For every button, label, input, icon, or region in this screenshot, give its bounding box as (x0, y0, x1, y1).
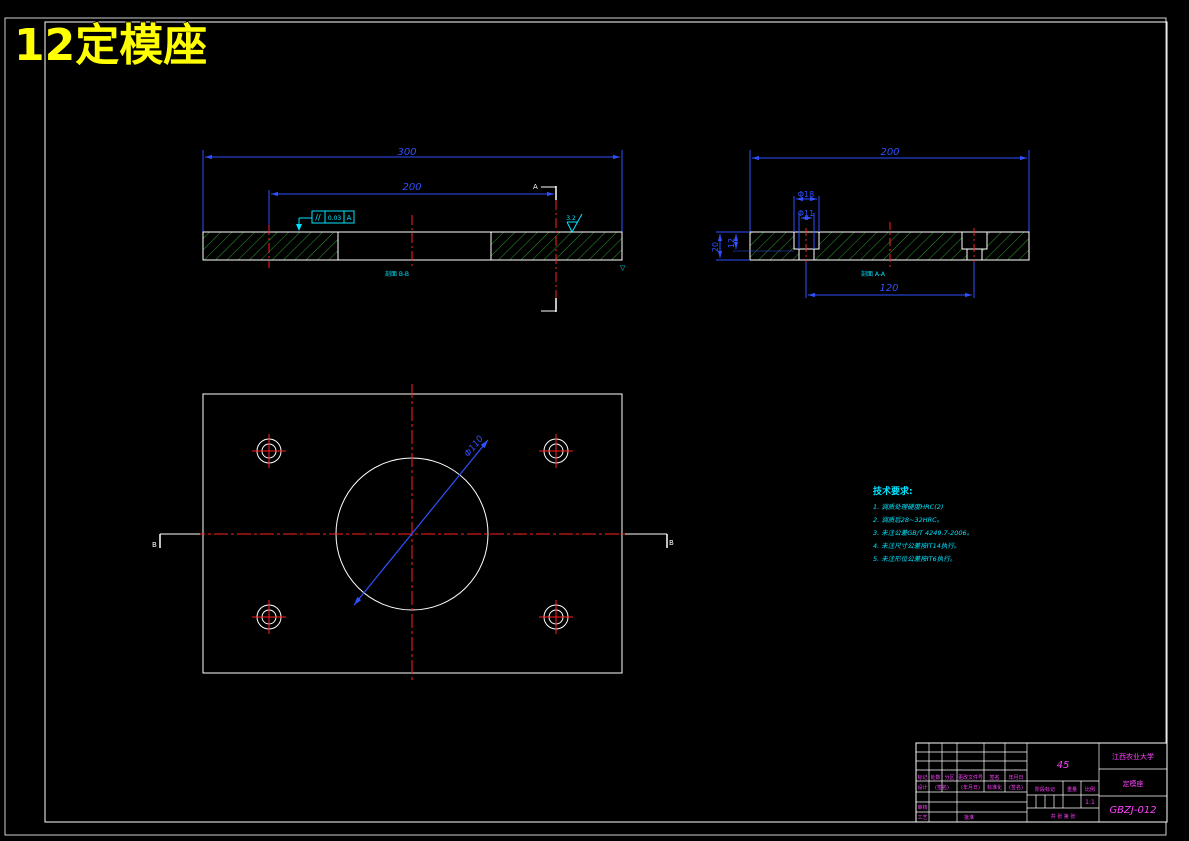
front-section-label: 剖面 B-B (385, 270, 409, 278)
svg-text:标准化: 标准化 (987, 784, 1002, 791)
dim-depth-label: 12 (727, 238, 736, 248)
dim-length-label: 300 (397, 147, 416, 158)
svg-text://: // (315, 213, 321, 222)
outer-border (4, 17, 1167, 836)
dim-counterbore-label: Φ18 (798, 190, 814, 199)
cut-marker-left: B (152, 541, 157, 549)
title-block: 标记 处数 分区 更改文件号 签名 年月日 设计 (签名) (年月日) 标准化 … (915, 742, 1168, 823)
svg-text:处数: 处数 (930, 774, 940, 781)
svg-text:年月日: 年月日 (1008, 774, 1023, 781)
label-process: 工艺 (917, 815, 927, 821)
dim-thickness-label: 20 (711, 242, 720, 252)
label-approve: 批准 (964, 814, 974, 821)
tech-req-item-3: 3. 未注公差GB/T 4249.7-2006。 (873, 529, 973, 537)
cut-marker-top: A (533, 183, 538, 191)
svg-text:(年月日): (年月日) (961, 784, 980, 791)
svg-text:签名: 签名 (989, 774, 999, 781)
front-section-view: 300 200 A // 0.03 A 3.2 ▽ (202, 147, 626, 312)
dim-inner-label: 200 (402, 182, 421, 193)
svg-text:(签名): (签名) (1009, 784, 1023, 791)
svg-text:阶段标记: 阶段标记 (1035, 786, 1055, 793)
tech-req-item-2: 2. 调质后28~32HRC。 (873, 516, 943, 524)
school-name: 江西农业大学 (1112, 752, 1154, 761)
svg-text:▽: ▽ (620, 264, 626, 272)
svg-text:更改文件号: 更改文件号 (958, 774, 983, 781)
tolerance-frame (311, 210, 355, 224)
svg-text:(签名): (签名) (935, 784, 949, 791)
cut-marker-right: B (669, 539, 674, 547)
svg-text:3.2: 3.2 (566, 215, 576, 222)
label-review: 审核 (917, 804, 927, 811)
tech-req-item-1: 1. 调质处理硬度HRC(2) (873, 503, 943, 511)
svg-text:0.03: 0.03 (328, 215, 342, 222)
tech-req-item-5: 5. 未注形位公差按IT6执行。 (873, 555, 956, 563)
part-name: 定模座 (1123, 779, 1144, 788)
dim-spacing-label: 120 (879, 283, 898, 294)
svg-text:标记: 标记 (917, 774, 927, 781)
svg-text:设计: 设计 (917, 784, 927, 791)
svg-text:重量: 重量 (1067, 786, 1077, 793)
material-value: 45 (1057, 760, 1070, 771)
tech-req-item-4: 4. 未注尺寸公差按IT14执行。 (873, 542, 960, 550)
svg-text:分区: 分区 (944, 774, 954, 781)
drawing-number: GBZJ-012 (1109, 805, 1156, 816)
scale-value: 1:1 (1085, 799, 1095, 806)
plan-view: B B Φ110 (152, 384, 674, 682)
dim-hole-label: Φ11 (798, 209, 814, 218)
dim-line-circle (353, 439, 489, 606)
svg-text:A: A (347, 214, 352, 222)
roughness-symbol (566, 213, 583, 234)
technical-requirements: 技术要求: 1. 调质处理硬度HRC(2) 2. 调质后28~32HRC。 3.… (873, 485, 973, 563)
tech-req-heading: 技术要求: (873, 485, 913, 497)
sheet-title: 12定模座 (14, 20, 207, 71)
side-section-view: 200 Φ18 Φ11 20 12 120 剖面 A-A (711, 147, 1030, 298)
svg-text:比例: 比例 (1085, 786, 1095, 793)
inner-border (44, 21, 1168, 823)
side-section-label: 剖面 A-A (861, 270, 886, 278)
sheet-info: 共 张 第 张 (1051, 813, 1076, 820)
dim-width-label: 200 (880, 147, 899, 158)
